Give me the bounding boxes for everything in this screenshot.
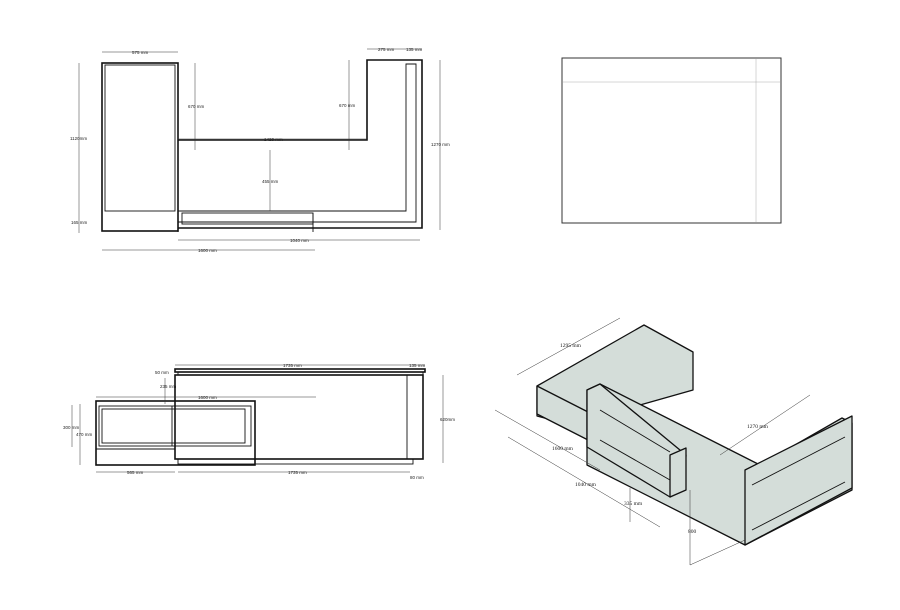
dim-label: 80 mm (410, 475, 424, 480)
dim-label: 670 mm (339, 103, 356, 108)
dim-label: 575 mm (132, 50, 149, 55)
dim-label: 235 mm (160, 384, 177, 389)
dim-label: 565 mm (127, 470, 144, 475)
dim-label: 50 mm (155, 370, 169, 375)
dim-label: 1040 mm (290, 238, 309, 243)
dim-label: 800 (688, 529, 697, 535)
dim-label: 1270 mm (747, 424, 769, 430)
dim-label: 1600 mm (198, 395, 217, 400)
dim-label: 1420 mm (264, 137, 283, 142)
front-elevation: 1735 mm 135 mm 50 mm 235 mm 1600 mm 300 … (63, 363, 455, 480)
dim-label: 135 mm (406, 47, 423, 52)
dim-label: 275 mm (378, 47, 395, 52)
left-return-outline (101, 62, 179, 232)
dim-label: 1735 mm (288, 470, 307, 475)
dim-label: 470 mm (76, 432, 93, 437)
dim-label: 1120mm (70, 136, 87, 141)
dim-label: 165 mm (71, 220, 88, 225)
dim-label: 1735 mm (283, 363, 302, 368)
dim-label: 620mm (440, 417, 455, 422)
dim-label: 1295 mm (560, 343, 582, 349)
main-counter-outline (178, 59, 423, 229)
dim-label: 335 mm (624, 501, 643, 507)
dim-label: 1600 mm (552, 446, 574, 452)
dim-label: 455 mm (262, 179, 279, 184)
plan-view: 575 mm 275 mm 135 mm 1120mm 670 mm 670 m… (70, 47, 450, 253)
isometric-view: 1295 mm 1270 mm 1600 mm 1040 mm 335 mm 8… (494, 317, 853, 566)
dim-label: 135 mm (409, 363, 426, 368)
dim-label: 670 mm (188, 104, 205, 109)
dim-label: 1040 mm (575, 482, 597, 488)
dim-label: 1600 mm (198, 248, 217, 253)
top-view-rectangle (561, 57, 782, 224)
dim-label: 300 mm (63, 425, 80, 430)
dim-label: 1270 mm (431, 142, 450, 147)
